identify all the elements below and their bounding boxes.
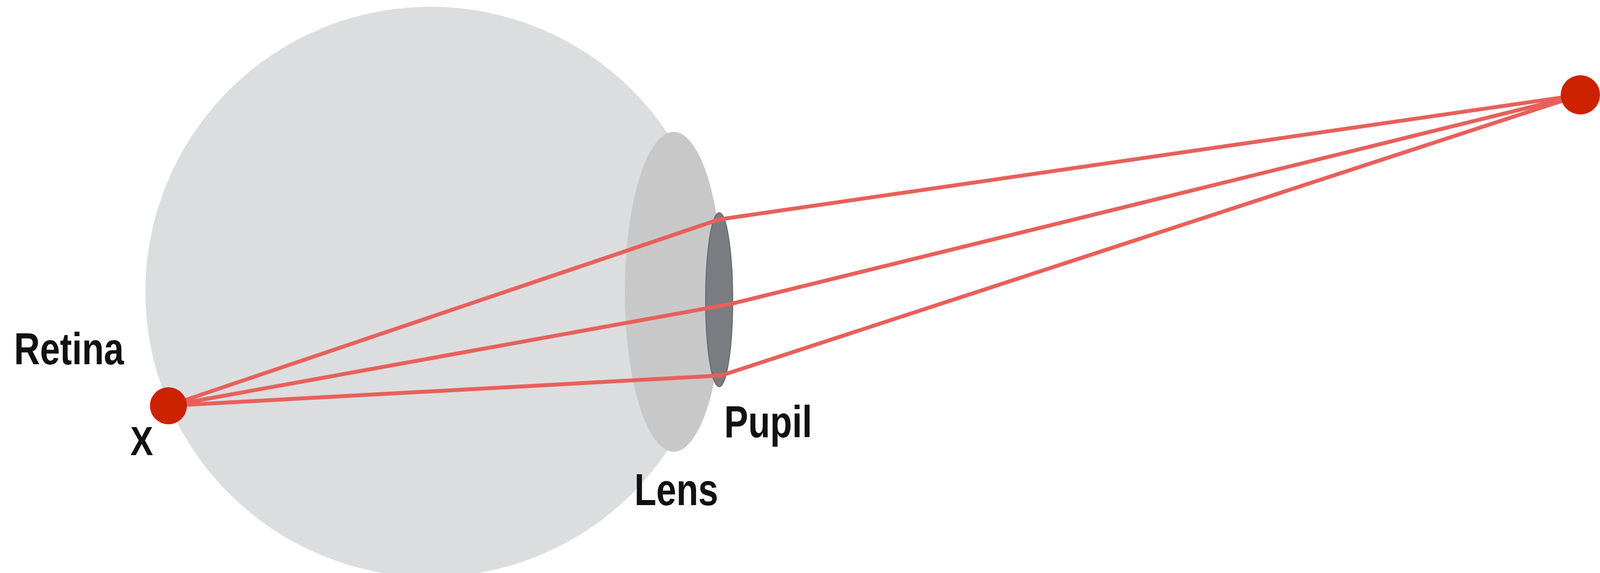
point-label: X — [130, 421, 154, 462]
light-ray — [168, 94, 1581, 406]
retina-point — [149, 387, 187, 425]
light-ray — [168, 94, 1581, 406]
part-label: Retina — [14, 326, 125, 372]
eyeball — [145, 6, 674, 573]
part-label: Pupil — [724, 399, 812, 445]
pupil-shape — [705, 212, 733, 387]
light-ray — [168, 94, 1581, 406]
part-label: Lens — [634, 467, 719, 513]
light-rays — [168, 94, 1581, 406]
object-point — [1560, 75, 1600, 115]
